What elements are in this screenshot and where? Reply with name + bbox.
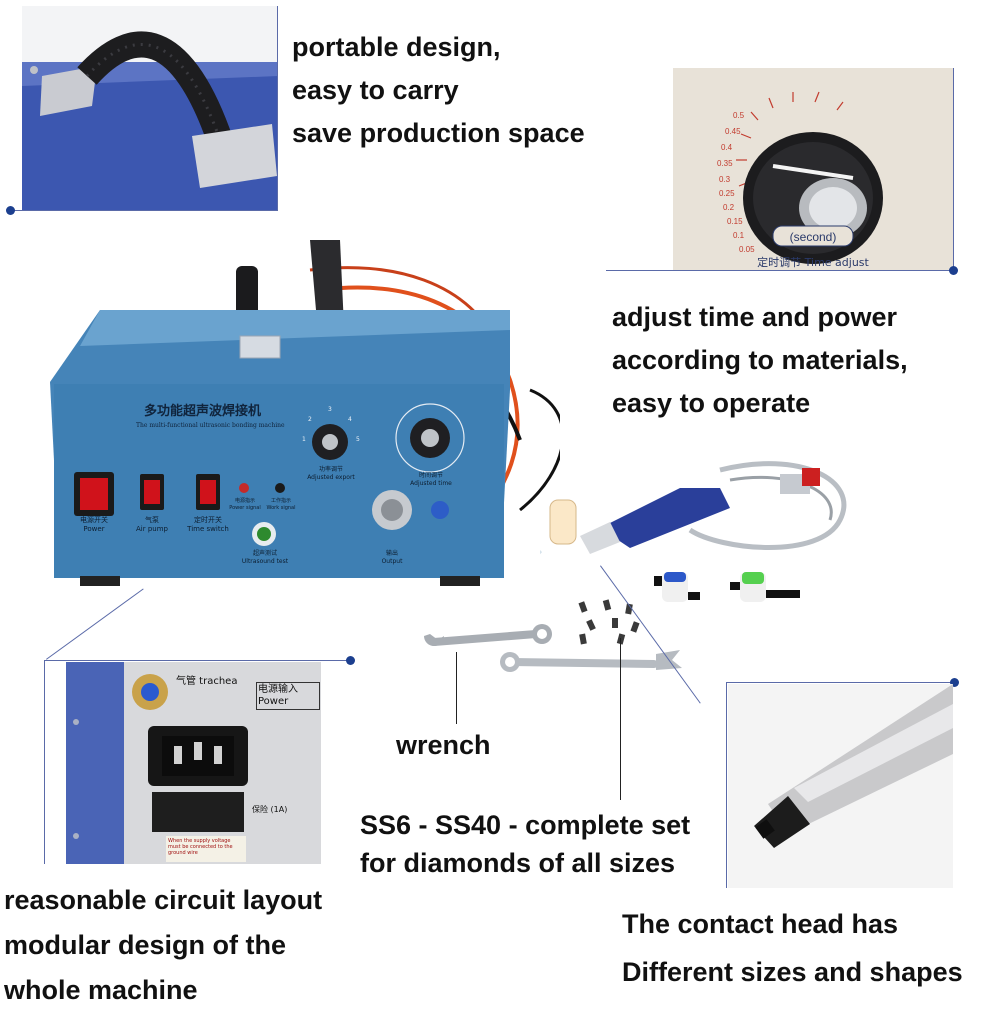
handle-photo xyxy=(22,6,278,210)
dial-tick: 0.45 xyxy=(725,127,741,136)
dial-tick: 0.05 xyxy=(739,245,755,254)
welding-machine: 多功能超声波焊接机 The multi-functional ultrasoni… xyxy=(40,210,560,590)
portable-caption: portable design, easy to carry save prod… xyxy=(292,32,585,148)
time-dial-photo: (second) 定时调节 Time adjust 0.5 0.45 0.4 0… xyxy=(673,68,953,270)
tips-pointer xyxy=(620,638,621,800)
trachea-label: 气管 trachea xyxy=(176,676,238,687)
wrench-caption: wrench xyxy=(396,730,491,760)
connector-dot xyxy=(346,656,355,665)
connector-dot xyxy=(6,206,15,215)
dial-tick: 0.1 xyxy=(733,231,745,240)
pen-handpiece xyxy=(540,450,860,590)
contact-caption: The contact head has Different sizes and… xyxy=(622,909,963,987)
dial-tick: 0.4 xyxy=(721,143,733,152)
contact-head-photo xyxy=(728,684,953,888)
dial-tick: 0.25 xyxy=(719,189,735,198)
dial-tick: 0.3 xyxy=(719,175,731,184)
handle-connector xyxy=(10,210,278,211)
connector-dot xyxy=(949,266,958,275)
fuse-label: 保险 (1A) xyxy=(252,805,288,814)
warning-sticker: When the supply voltage must be connecte… xyxy=(168,838,233,856)
power-input-label: 电源输入 Power xyxy=(256,682,320,710)
contact-tips xyxy=(574,598,654,648)
power-inlet-photo: 气管 trachea 电源输入 Power 保险 (1A) When the s… xyxy=(66,662,321,864)
dial-tick: 0.35 xyxy=(717,159,733,168)
connector-dot xyxy=(950,678,959,687)
machine-title-cn: 多功能超声波焊接机 xyxy=(144,404,262,419)
dial-tick: 0.5 xyxy=(733,111,745,120)
machine-title-en: The multi-functional ultrasonic bonding … xyxy=(136,422,285,429)
wrench-pointer xyxy=(456,652,457,724)
wrenches xyxy=(416,620,686,680)
dial-caption: 定时调节 Time adjust xyxy=(757,255,869,269)
dial-unit-label: (second) xyxy=(790,230,837,244)
dial-tick: 0.2 xyxy=(723,203,735,212)
sizes-caption: SS6 - SS40 - complete set for diamonds o… xyxy=(360,810,691,878)
adjust-caption: adjust time and power according to mater… xyxy=(612,302,908,418)
air-filters xyxy=(650,568,810,618)
circuit-caption: reasonable circuit layout modular design… xyxy=(4,885,323,1005)
dial-tick: 0.15 xyxy=(727,217,743,226)
